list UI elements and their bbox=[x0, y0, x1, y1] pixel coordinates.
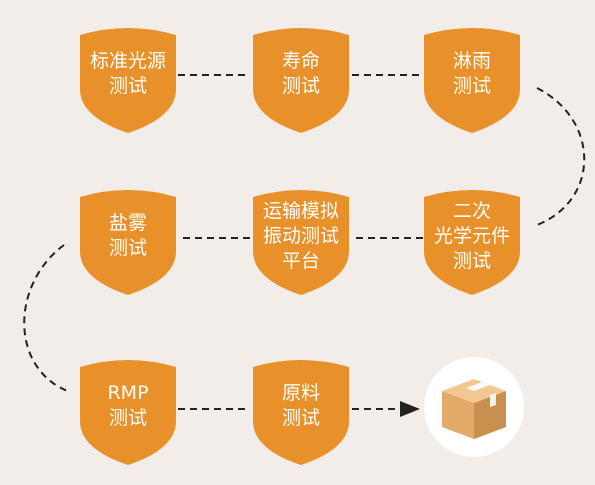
step-lifespan-test: 寿命 测试 bbox=[249, 25, 353, 133]
step-salt-spray-test: 盐雾 测试 bbox=[76, 187, 180, 295]
shield-icon bbox=[253, 190, 349, 295]
shield-icon bbox=[424, 190, 520, 295]
step-standard-light-source-test: 标准光源 测试 bbox=[76, 25, 180, 133]
step-label: 光学元件 bbox=[433, 224, 510, 247]
step-secondary-optics-test: 二次 光学元件 测试 bbox=[420, 187, 524, 295]
step-label: 测试 bbox=[281, 75, 320, 97]
shield-icon bbox=[253, 360, 349, 465]
step-label: 盐雾 bbox=[108, 212, 147, 234]
step-label: 原料 bbox=[281, 382, 320, 404]
step-raw-material-test: 原料 测试 bbox=[249, 357, 353, 465]
shield-icon bbox=[80, 28, 176, 133]
step-label: 测试 bbox=[108, 75, 147, 97]
shield-icon bbox=[253, 28, 349, 133]
step-rmp-test: RMP 测试 bbox=[76, 357, 180, 465]
step-label: 测试 bbox=[108, 237, 147, 259]
shield-icon bbox=[80, 190, 176, 295]
step-label: 测试 bbox=[281, 407, 320, 429]
shield-icon bbox=[80, 360, 176, 465]
connector-3-4 bbox=[536, 87, 586, 226]
step-label: 测试 bbox=[108, 407, 147, 429]
step-label: 标准光源 bbox=[89, 50, 166, 72]
step-label: RMP bbox=[107, 382, 149, 404]
step-label: 淋雨 bbox=[452, 50, 491, 72]
connector-6-7 bbox=[23, 244, 71, 393]
step-label: 二次 bbox=[452, 199, 491, 222]
step-label: 测试 bbox=[452, 75, 491, 97]
step-label: 平台 bbox=[281, 249, 320, 272]
shield-icon bbox=[424, 28, 520, 133]
package-box-icon bbox=[442, 379, 506, 439]
package-endpoint bbox=[424, 357, 524, 457]
step-label: 测试 bbox=[452, 249, 491, 272]
step-label: 寿命 bbox=[281, 50, 320, 72]
step-transport-vibration-platform: 运输模拟 振动测试 平台 bbox=[249, 187, 353, 295]
step-rain-test: 淋雨 测试 bbox=[420, 25, 524, 133]
step-label: 振动测试 bbox=[262, 224, 339, 247]
step-label: 运输模拟 bbox=[262, 199, 339, 222]
